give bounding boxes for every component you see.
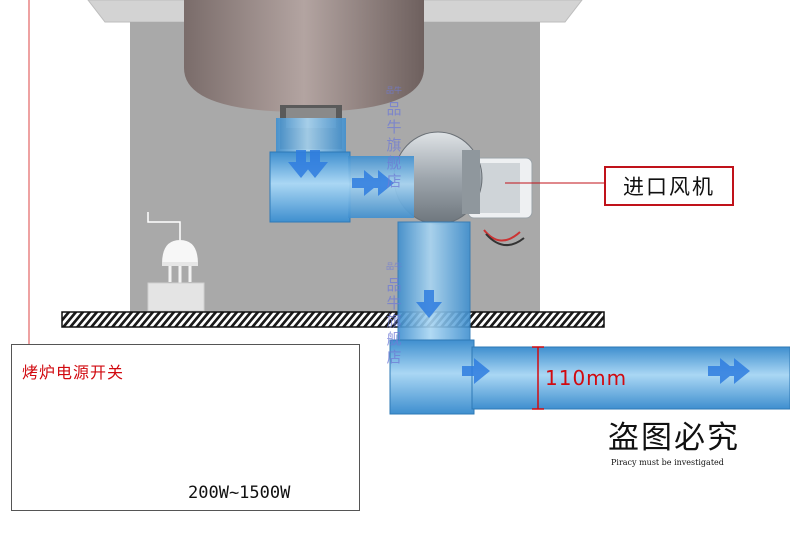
power-range-label: 200W~1500W xyxy=(188,483,291,503)
flow-arrow-right-3 xyxy=(462,358,490,384)
pipe-fan-down xyxy=(397,221,471,343)
watermark-brand-2: 品牛 xyxy=(386,262,402,271)
pipe-exhaust xyxy=(471,346,790,410)
watermark-brand-1: 品牛 xyxy=(386,86,402,95)
power-switch-inset: 烤炉电源开关 200W~1500W xyxy=(11,344,360,511)
flow-arrow-down-1 xyxy=(288,150,314,178)
inset-title: 烤炉电源开关 xyxy=(22,363,125,382)
pipe-elbow-2 xyxy=(389,339,475,415)
flow-arrow-down-2 xyxy=(302,150,328,178)
flow-arrow-down-3 xyxy=(416,290,442,318)
oven-body xyxy=(184,0,424,112)
flow-arrow-right-5 xyxy=(722,358,750,384)
flow-arrow-right-2 xyxy=(366,170,394,196)
pipe-diameter-label: 110mm xyxy=(545,366,628,390)
light-base xyxy=(147,282,205,312)
piracy-notice-en: Piracy must be investigated xyxy=(611,458,724,467)
floor-slab xyxy=(61,311,605,328)
light-cord xyxy=(147,212,181,240)
watermark-text-2: 品牛旗舰店 xyxy=(386,276,402,366)
piracy-notice-cn: 盗图必究 xyxy=(608,420,740,456)
inlet-fan-callout: 进口风机 xyxy=(604,166,734,206)
watermark-text-1: 品牛旗舰店 xyxy=(386,100,402,190)
light-bulb xyxy=(162,240,198,264)
